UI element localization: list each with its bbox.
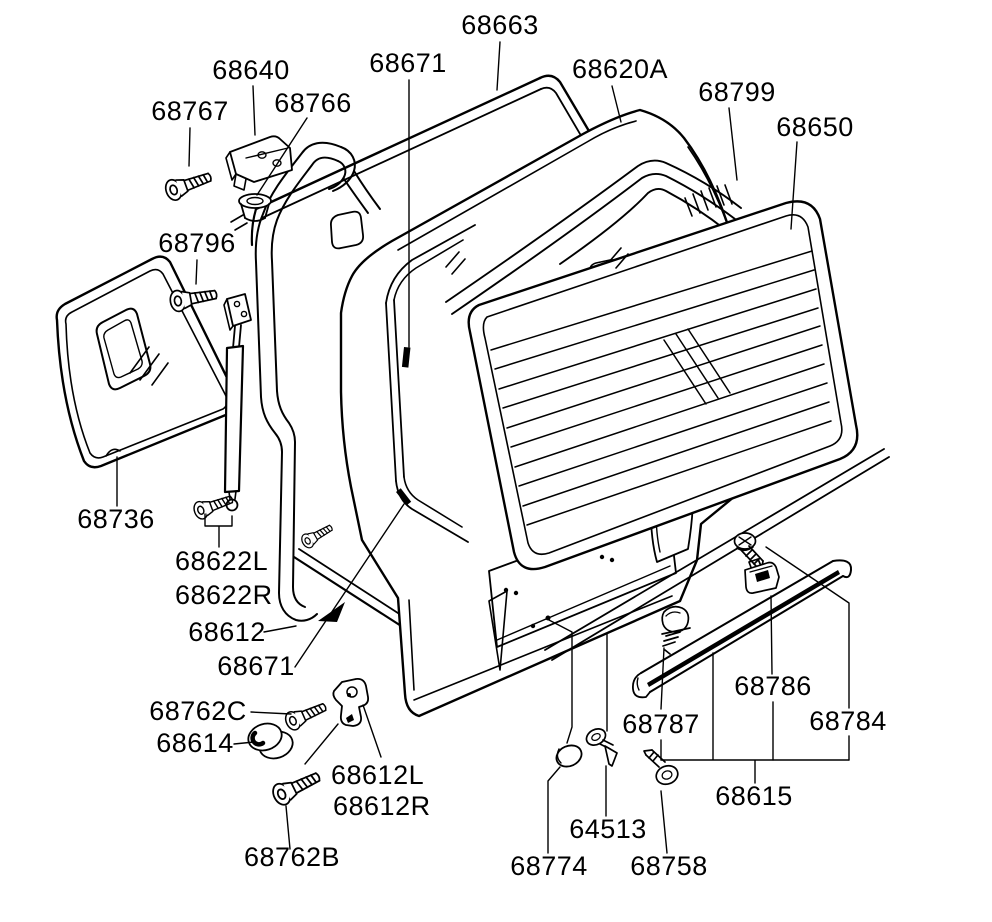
dam-strip-marks-68671 — [396, 347, 412, 506]
pin-clip-68787 — [661, 605, 691, 655]
label-68671-lower: 68671 — [217, 651, 295, 681]
label-68799: 68799 — [698, 77, 776, 107]
label-68612: 68612 — [188, 617, 266, 647]
screw-68762C — [282, 697, 330, 733]
clip-64513 — [585, 728, 618, 767]
label-68622R: 68622R — [175, 580, 273, 610]
leader-lines — [116, 41, 850, 854]
screw-68758 — [643, 749, 679, 786]
label-68762C: 68762C — [149, 696, 247, 726]
screw-68784 — [733, 532, 764, 569]
label-68671-top: 68671 — [369, 48, 447, 78]
label-68758: 68758 — [630, 851, 708, 881]
label-68766: 68766 — [274, 88, 352, 118]
grommet-68766 — [238, 193, 272, 222]
label-68650: 68650 — [776, 112, 854, 142]
hinge-stop-68612LR — [332, 677, 370, 727]
label-68612L: 68612L — [331, 760, 424, 790]
corner-gusset — [488, 590, 508, 671]
label-68640: 68640 — [212, 55, 290, 85]
garnish-molding-68615 — [632, 559, 853, 699]
label-68663: 68663 — [461, 10, 539, 40]
body-lower-lines — [544, 448, 890, 661]
sash-hole — [329, 210, 365, 250]
label-68622L: 68622L — [175, 546, 268, 576]
rear-glass-68650 — [467, 200, 859, 571]
label-68762B: 68762B — [244, 842, 340, 872]
grommet-68774 — [555, 744, 583, 768]
label-68620A: 68620A — [572, 54, 668, 84]
label-68767: 68767 — [151, 96, 229, 126]
glass-antenna-lines — [663, 328, 731, 405]
label-68786: 68786 — [734, 671, 812, 701]
window-sash-panel-68663 — [230, 74, 614, 671]
trim-panel-window — [95, 307, 152, 391]
screw-68767 — [162, 165, 215, 204]
label-68796: 68796 — [158, 228, 236, 258]
label-68774: 68774 — [510, 851, 588, 881]
screw-68762B — [268, 765, 325, 809]
hinge-bracket-68640 — [225, 135, 293, 191]
label-64513: 64513 — [569, 814, 647, 844]
trim-panel-68736 — [55, 255, 240, 469]
bolt-weatherstrip-stud — [298, 520, 336, 551]
label-68614: 68614 — [156, 728, 234, 758]
gas-strut-68622 — [223, 293, 252, 512]
molding-clip-68786 — [744, 558, 780, 594]
part-number-labels: 68663 68671 68620A 68799 68650 68640 687… — [77, 10, 887, 881]
label-68612R: 68612R — [333, 791, 431, 821]
defogger-lines — [490, 250, 832, 526]
label-68736: 68736 — [77, 504, 155, 534]
label-68784: 68784 — [809, 706, 887, 736]
label-68615: 68615 — [715, 781, 793, 811]
label-68787: 68787 — [622, 709, 700, 739]
glass-weatherstrip-68799 — [445, 159, 742, 315]
